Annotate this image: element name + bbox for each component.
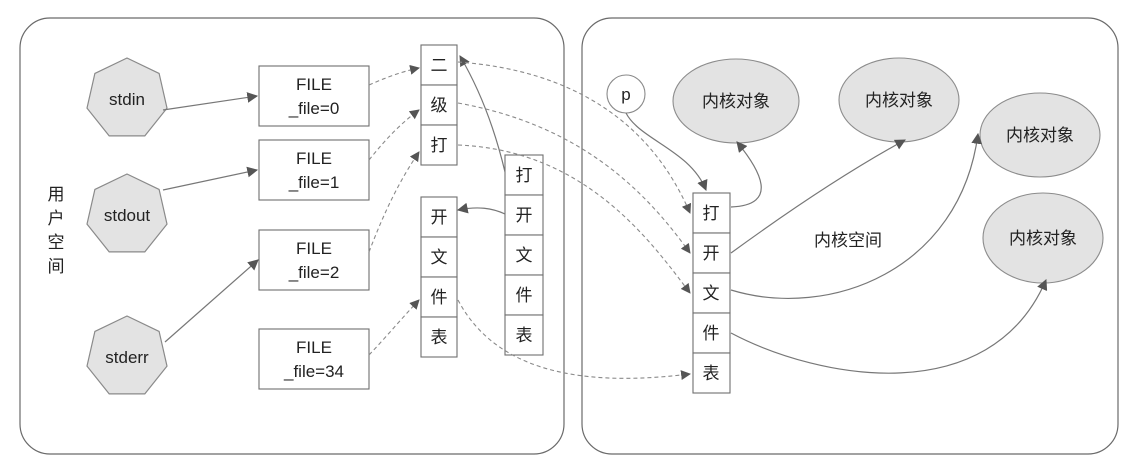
file-struct-type: FILE <box>296 75 332 94</box>
table-cell-text: 级 <box>431 96 448 116</box>
table-cell-text: 文 <box>703 284 720 304</box>
kernel-object-2: 内核对象 <box>838 57 960 143</box>
secondary-table-bottom: 开 文 件 表 <box>420 196 458 358</box>
table-cell <box>692 312 731 354</box>
arrow-stderr-to-file2 <box>164 259 259 343</box>
arrow-pointer-to-kernel-table <box>625 112 708 192</box>
table-cell <box>692 232 731 274</box>
kernel-object-3: 内核对象 <box>979 92 1101 178</box>
file-struct-type: FILE <box>296 338 332 357</box>
kernel-object-shape <box>672 58 800 144</box>
table-cell <box>692 272 731 314</box>
user-space-label-char: 用 <box>48 185 65 205</box>
table-cell-text: 打 <box>516 166 533 186</box>
dash-file2-to-table <box>368 151 420 253</box>
dash-secondary-to-kernel-2 <box>457 102 691 254</box>
user-space-label: 用 户 空 间 <box>48 185 65 277</box>
table-cell-text: 件 <box>431 288 448 308</box>
table-cell <box>504 314 544 356</box>
table-cell-text: 件 <box>703 324 720 344</box>
file-struct-descriptor: _file=0 <box>288 99 340 118</box>
table-cell-text: 二 <box>431 56 448 76</box>
pointer-label: p <box>621 85 630 104</box>
file-struct-file2: FILE _file=2 <box>258 229 370 291</box>
dash-secondary-to-kernel-1 <box>457 61 692 214</box>
kernel-open-file-table: 打 开 文 件 表 <box>692 192 731 394</box>
stream-label: stdout <box>104 206 151 225</box>
user-space-label-char: 户 <box>48 209 65 229</box>
table-cell-text: 表 <box>431 328 448 348</box>
table-cell-text: 表 <box>516 326 533 346</box>
kernel-object-label: 内核对象 <box>1006 126 1074 146</box>
stream-shape <box>86 173 168 253</box>
kernel-object-4: 内核对象 <box>982 192 1104 284</box>
kernel-object-label: 内核对象 <box>702 92 770 112</box>
kernel-space-label: 内核空间 <box>814 231 882 251</box>
file-struct-descriptor: _file=34 <box>283 362 344 381</box>
stream-stdout: stdout <box>86 173 168 253</box>
table-cell-text: 表 <box>703 364 720 384</box>
arrow-stdin-to-file0 <box>162 92 259 111</box>
arrow-kernel-to-object-4 <box>730 279 1048 374</box>
secondary-table-top: 二 级 打 <box>420 44 458 166</box>
kernel-object-label: 内核对象 <box>865 91 933 111</box>
file-struct-file0: FILE _file=0 <box>258 65 370 127</box>
file-struct-box <box>258 65 370 127</box>
file-struct-file1: FILE _file=1 <box>258 139 370 201</box>
user-open-file-table: 打 开 文 件 表 <box>504 154 544 356</box>
dash-secondary-to-kernel-3 <box>457 144 691 294</box>
table-cell <box>692 192 731 234</box>
file-struct-box <box>258 328 370 390</box>
stream-shape <box>86 315 168 395</box>
table-cell-text: 打 <box>703 204 720 224</box>
table-cell <box>504 154 544 196</box>
kernel-object-label: 内核对象 <box>1009 229 1077 249</box>
kernel-object-1: 内核对象 <box>672 58 800 144</box>
arrow-kernel-to-object-1 <box>730 141 762 208</box>
file-struct-descriptor: _file=2 <box>288 263 340 282</box>
table-cell <box>504 194 544 236</box>
arrow-table-to-secondary <box>459 55 506 173</box>
table-cell-text: 文 <box>516 246 533 266</box>
arrow-table-to-open <box>456 202 506 215</box>
table-cell-text: 件 <box>516 286 533 306</box>
table-cell <box>420 124 458 166</box>
table-cell <box>420 316 458 358</box>
table-cell-text: 开 <box>516 206 533 226</box>
table-cell <box>420 236 458 278</box>
table-cell <box>420 44 458 86</box>
dash-file34-to-table <box>368 299 420 356</box>
stream-group: stdin stdout stderr <box>86 57 168 395</box>
file-struct-box <box>258 139 370 201</box>
file-struct-box <box>258 229 370 291</box>
user-space-label-char: 间 <box>48 257 65 277</box>
table-cell <box>504 234 544 276</box>
stream-stdin: stdin <box>86 57 168 137</box>
file-struct-type: FILE <box>296 149 332 168</box>
table-cell <box>420 84 458 126</box>
table-cell <box>692 352 731 394</box>
table-cell-text: 文 <box>431 248 448 268</box>
file-struct-type: FILE <box>296 239 332 258</box>
arrow-kernel-to-object-2 <box>730 139 906 254</box>
file-struct-descriptor: _file=1 <box>288 173 340 192</box>
user-space-label-char: 空 <box>48 233 65 253</box>
dash-open-to-kernel <box>457 299 691 380</box>
table-cell-text: 开 <box>703 244 720 264</box>
file-struct-file34: FILE _file=34 <box>258 328 370 390</box>
table-cell-text: 开 <box>431 208 448 228</box>
arrow-stdout-to-file1 <box>162 166 259 191</box>
stream-label: stderr <box>105 348 149 367</box>
table-cell-text: 打 <box>431 136 448 156</box>
stream-shape <box>86 57 168 137</box>
stream-label: stdin <box>109 90 145 109</box>
dash-file1-to-table <box>368 109 420 161</box>
arrow-kernel-to-object-3 <box>730 132 983 299</box>
stream-stderr: stderr <box>86 315 168 395</box>
table-cell <box>420 276 458 318</box>
